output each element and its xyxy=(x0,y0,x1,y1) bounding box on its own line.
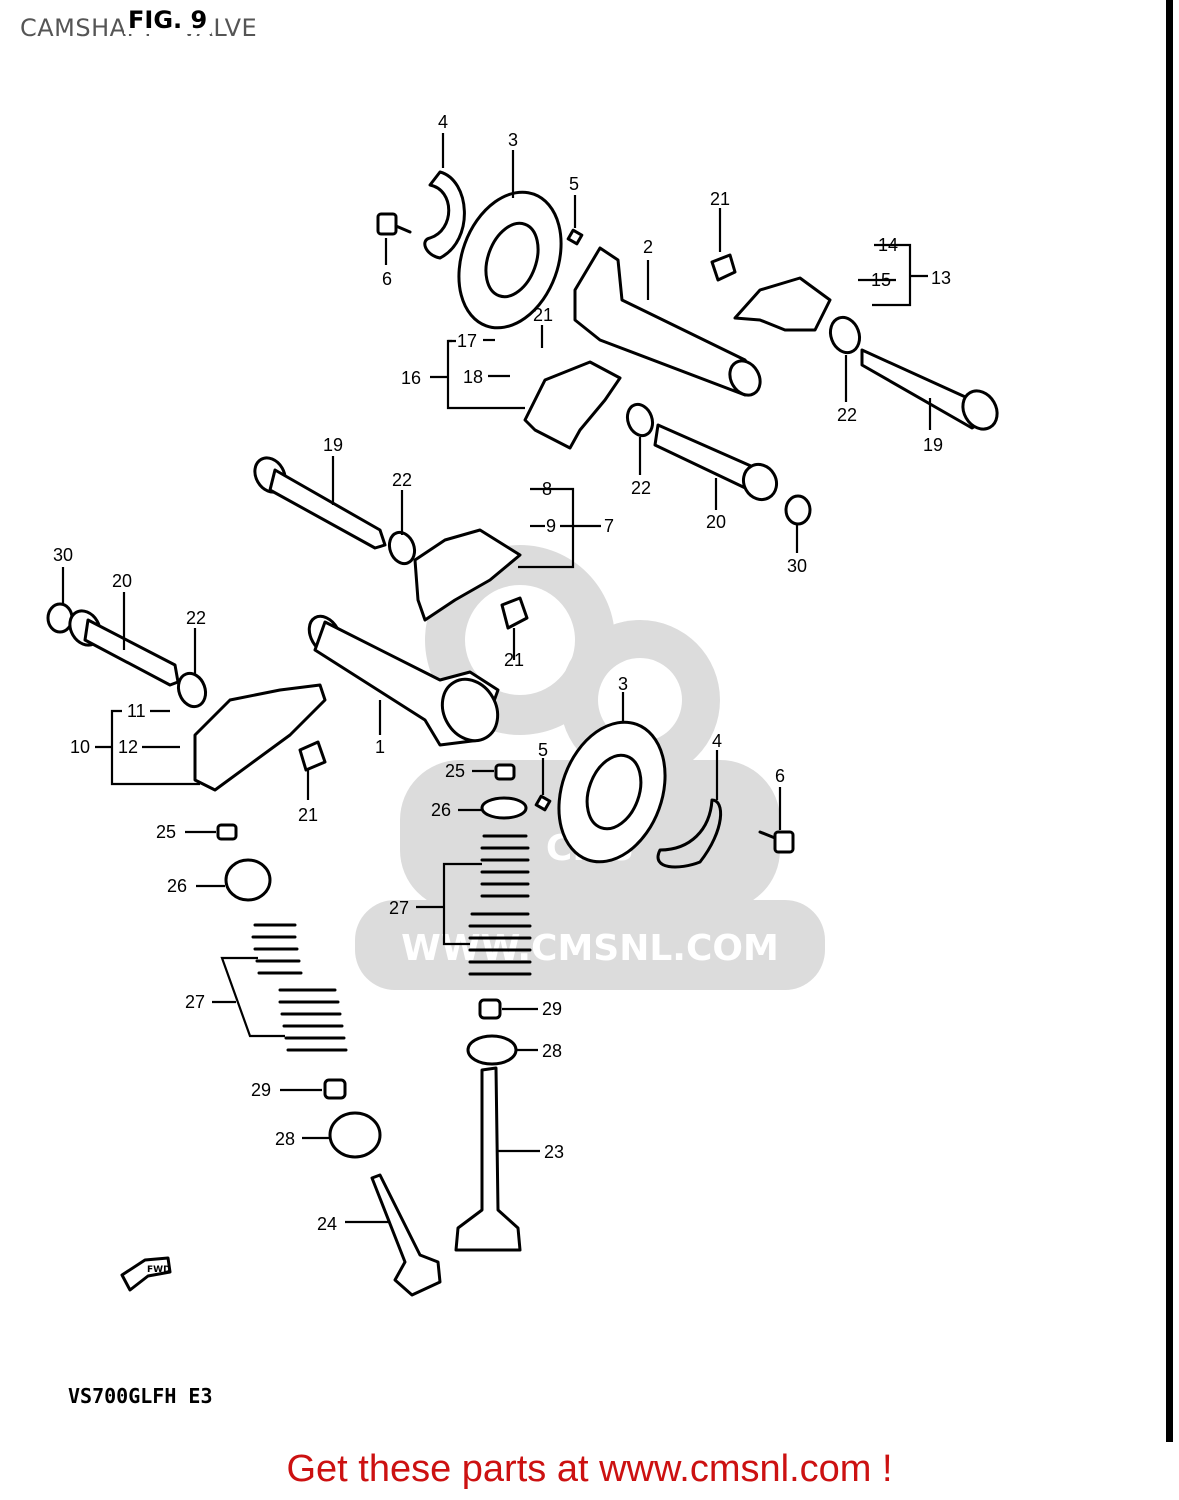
part-shaft-20-left[interactable] xyxy=(64,605,180,687)
callout-7: 7 xyxy=(604,516,614,536)
callout-10: 10 xyxy=(70,737,90,757)
part-pin-5-upper[interactable] xyxy=(566,228,584,246)
callout-28b: 28 xyxy=(542,1041,562,1061)
fwd-arrow-icon: FWD xyxy=(120,1256,172,1292)
part-cotter-25-center[interactable] xyxy=(494,763,516,781)
callout-4b: 4 xyxy=(712,731,722,751)
part-camshaft-1[interactable] xyxy=(303,611,509,751)
callout-30b: 30 xyxy=(53,545,73,565)
callout-22a: 22 xyxy=(837,405,857,425)
callout-27a: 27 xyxy=(185,992,205,1012)
callout-4a: 4 xyxy=(438,112,448,132)
part-springs-27-left[interactable] xyxy=(251,923,348,1052)
part-sprocket-3-upper[interactable] xyxy=(441,178,579,342)
part-springs-27-center[interactable] xyxy=(468,834,532,976)
model-code: VS700GLFH E3 xyxy=(68,1384,213,1408)
part-valve-23[interactable] xyxy=(454,1066,522,1252)
callout-18: 18 xyxy=(463,367,483,387)
part-retainer-26-left[interactable] xyxy=(224,858,272,902)
part-shaft-20-upper[interactable] xyxy=(653,423,783,506)
callout-22c: 22 xyxy=(392,470,412,490)
part-seal-29-center[interactable] xyxy=(478,998,502,1020)
part-washer-22-mid[interactable] xyxy=(623,401,656,439)
part-camshaft-2[interactable] xyxy=(573,246,766,401)
callout-2: 2 xyxy=(643,237,653,257)
callout-21d: 21 xyxy=(504,650,524,670)
part-rocker-arm-10[interactable] xyxy=(193,683,327,792)
callout-25b: 25 xyxy=(445,761,465,781)
part-bolt-6-lower[interactable] xyxy=(758,830,795,854)
callout-21a: 21 xyxy=(710,189,730,209)
callout-9: 9 xyxy=(546,516,556,536)
part-circlip-4-lower[interactable] xyxy=(656,798,723,869)
leader-lines xyxy=(61,133,932,1224)
part-bolt-6-upper[interactable] xyxy=(376,212,412,236)
part-valve-24[interactable] xyxy=(370,1173,442,1297)
callout-15: 15 xyxy=(871,270,891,290)
callout-20b: 20 xyxy=(112,571,132,591)
callout-14: 14 xyxy=(878,235,898,255)
part-washer-22-right[interactable] xyxy=(826,313,865,356)
part-rocker-arm-16[interactable] xyxy=(523,360,622,450)
part-shaft-19-right[interactable] xyxy=(860,348,1004,435)
part-plate-21-left[interactable] xyxy=(298,740,327,772)
callout-16: 16 xyxy=(401,368,421,388)
callout-11: 11 xyxy=(127,701,146,721)
part-plug-30-left[interactable] xyxy=(46,602,74,634)
callout-6b: 6 xyxy=(775,766,785,786)
callout-12: 12 xyxy=(118,737,138,757)
figure-label: FIG. 9 xyxy=(124,6,212,34)
callout-5a: 5 xyxy=(569,174,579,194)
part-washer-22-center[interactable] xyxy=(385,529,418,567)
callout-17: 17 xyxy=(457,331,477,351)
callout-24: 24 xyxy=(317,1214,337,1234)
callout-13: 13 xyxy=(931,268,951,288)
callout-21b: 21 xyxy=(533,305,553,325)
callout-5b: 5 xyxy=(538,740,548,760)
footer-link-banner[interactable]: Get these parts at www.cmsnl.com ! xyxy=(286,1448,893,1490)
part-circlip-4-upper[interactable] xyxy=(423,170,466,260)
part-shaft-19-left[interactable] xyxy=(249,452,387,550)
callout-26a: 26 xyxy=(167,876,187,896)
callout-28a: 28 xyxy=(275,1129,295,1149)
callout-6a: 6 xyxy=(382,269,392,289)
part-washer-22-left[interactable] xyxy=(174,670,210,711)
callout-3a: 3 xyxy=(508,130,518,150)
callout-22d: 22 xyxy=(186,608,206,628)
callout-19b: 19 xyxy=(323,435,343,455)
part-pin-5-lower[interactable] xyxy=(534,794,552,812)
part-plate-21-center[interactable] xyxy=(500,596,529,630)
callout-26b: 26 xyxy=(431,800,451,820)
callout-8: 8 xyxy=(542,479,552,499)
part-plate-21-upper-right[interactable] xyxy=(710,253,737,282)
part-seat-28-center[interactable] xyxy=(466,1034,518,1066)
watermark-url: WWW.CMSNL.COM xyxy=(401,928,779,969)
callout-3b: 3 xyxy=(618,674,628,694)
part-rocker-arm-13[interactable] xyxy=(733,276,832,332)
page-border-right xyxy=(1166,0,1173,1442)
callout-21c: 21 xyxy=(298,805,318,825)
part-seat-28-left[interactable] xyxy=(328,1111,382,1159)
callout-30a: 30 xyxy=(787,556,807,576)
callout-labels: 4 3 5 6 2 21 14 15 13 22 19 21 17 18 16 … xyxy=(53,112,951,1234)
callout-27b: 27 xyxy=(389,898,409,918)
part-sprocket-3-lower[interactable] xyxy=(540,707,683,877)
part-rocker-arm-7[interactable] xyxy=(413,528,522,622)
callout-29a: 29 xyxy=(251,1080,271,1100)
part-plug-30-right[interactable] xyxy=(784,494,812,526)
callout-25a: 25 xyxy=(156,822,176,842)
callout-19a: 19 xyxy=(923,435,943,455)
callout-20a: 20 xyxy=(706,512,726,532)
part-seal-29-left[interactable] xyxy=(323,1078,347,1100)
callout-23: 23 xyxy=(544,1142,564,1162)
callout-22b: 22 xyxy=(631,478,651,498)
callout-1: 1 xyxy=(375,737,385,757)
fwd-label: FWD xyxy=(147,1265,171,1275)
part-cotter-25-left[interactable] xyxy=(216,823,238,841)
callout-29b: 29 xyxy=(542,999,562,1019)
part-retainer-26-center[interactable] xyxy=(480,796,528,820)
